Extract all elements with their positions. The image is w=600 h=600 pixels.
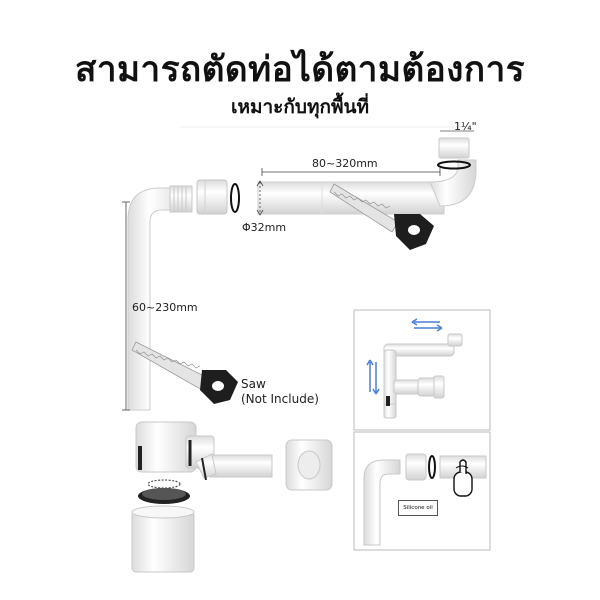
diameter-marker: [256, 180, 264, 216]
vertical-dimension: [122, 201, 130, 411]
diameter-label: Φ32mm: [242, 221, 287, 234]
connector-pipe: [195, 453, 273, 481]
thread-size-label: 1¼": [454, 120, 477, 133]
adjust-diagram: [366, 318, 463, 419]
bottom-cup: [131, 505, 195, 573]
top-cap: [437, 137, 471, 170]
saw-not-included-label: (Not Include): [241, 392, 319, 406]
saw-bottom-icon: [131, 341, 238, 404]
vertical-range-label: 60~230mm: [132, 301, 198, 314]
saw-label: Saw: [241, 377, 266, 391]
wall-flange: [285, 439, 333, 491]
finger-icon: [453, 459, 473, 497]
saw-note: Saw (Not Include): [241, 377, 319, 407]
headline: สามารถตัดท่อได้ตามต้องการ: [74, 50, 526, 90]
subheadline: เหมาะกับทุกพื้นที่: [230, 96, 370, 118]
seal-diagram: [363, 453, 487, 546]
filter-disk: [138, 479, 190, 504]
washer-ring: [230, 183, 240, 213]
pipe-nut: [196, 179, 228, 215]
saw-top-icon: [329, 183, 434, 250]
trap-body: [135, 421, 215, 473]
silicone-oil-label: Silicone oil: [398, 500, 438, 516]
horizontal-range-label: 80~320mm: [312, 157, 378, 170]
horizontal-dimension: [261, 168, 441, 176]
